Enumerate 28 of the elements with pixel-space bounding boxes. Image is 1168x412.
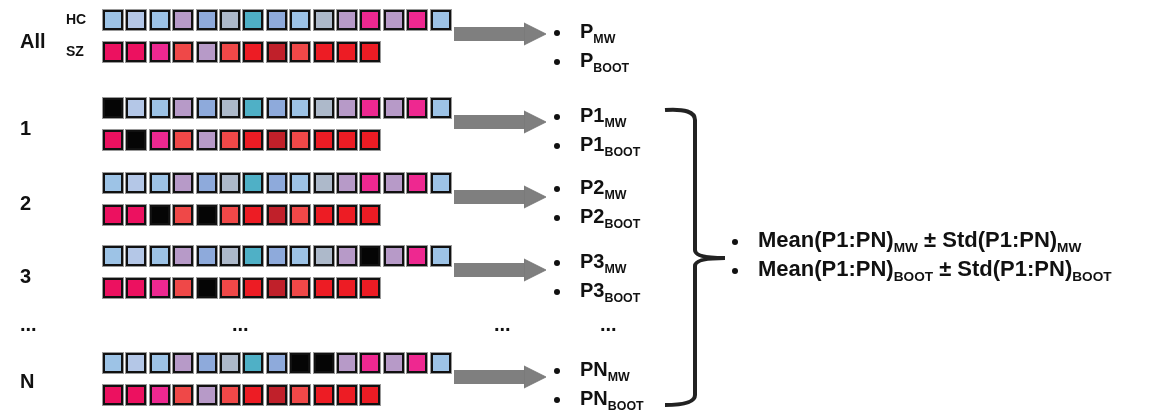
row-label: ... — [232, 313, 249, 336]
arrow — [454, 22, 547, 46]
result-text: P$_{BOOT}$ — [580, 48, 630, 71]
result-text: Mean(P1:PN)$_{BOOT}$ ± Std(P1:PN)$_{BOOT}$ — [758, 256, 1112, 282]
arrow — [454, 185, 547, 209]
row-label: 2 — [20, 192, 32, 215]
row-label: 3 — [20, 265, 32, 288]
row-label: ... — [600, 313, 617, 336]
row-label: All — [20, 30, 46, 53]
arrow — [454, 365, 547, 389]
arrow — [454, 110, 547, 134]
result-text: PN$_{BOOT}$ — [580, 386, 644, 409]
row-label: ... — [494, 313, 511, 336]
result-text: P2$_{BOOT}$ — [580, 204, 641, 227]
result-text: P1$_{MW}$ — [580, 104, 627, 126]
row-label: 1 — [20, 117, 32, 140]
result-text: PN$_{MW}$ — [580, 358, 630, 380]
result-text: P3$_{BOOT}$ — [580, 278, 641, 301]
row-label: N — [20, 370, 35, 393]
result-text: P3$_{MW}$ — [580, 250, 627, 272]
row-label: ... — [20, 313, 37, 336]
result-text: P$_{MW}$ — [580, 20, 616, 42]
arrow — [454, 258, 547, 282]
result-text: P1$_{BOOT}$ — [580, 132, 641, 155]
result-text: Mean(P1:PN)$_{MW}$ ± Std(P1:PN)$_{MW}$ — [758, 227, 1082, 252]
row-label: HC — [66, 11, 87, 27]
row-label: SZ — [66, 43, 84, 59]
result-text: P2$_{MW}$ — [580, 176, 627, 198]
